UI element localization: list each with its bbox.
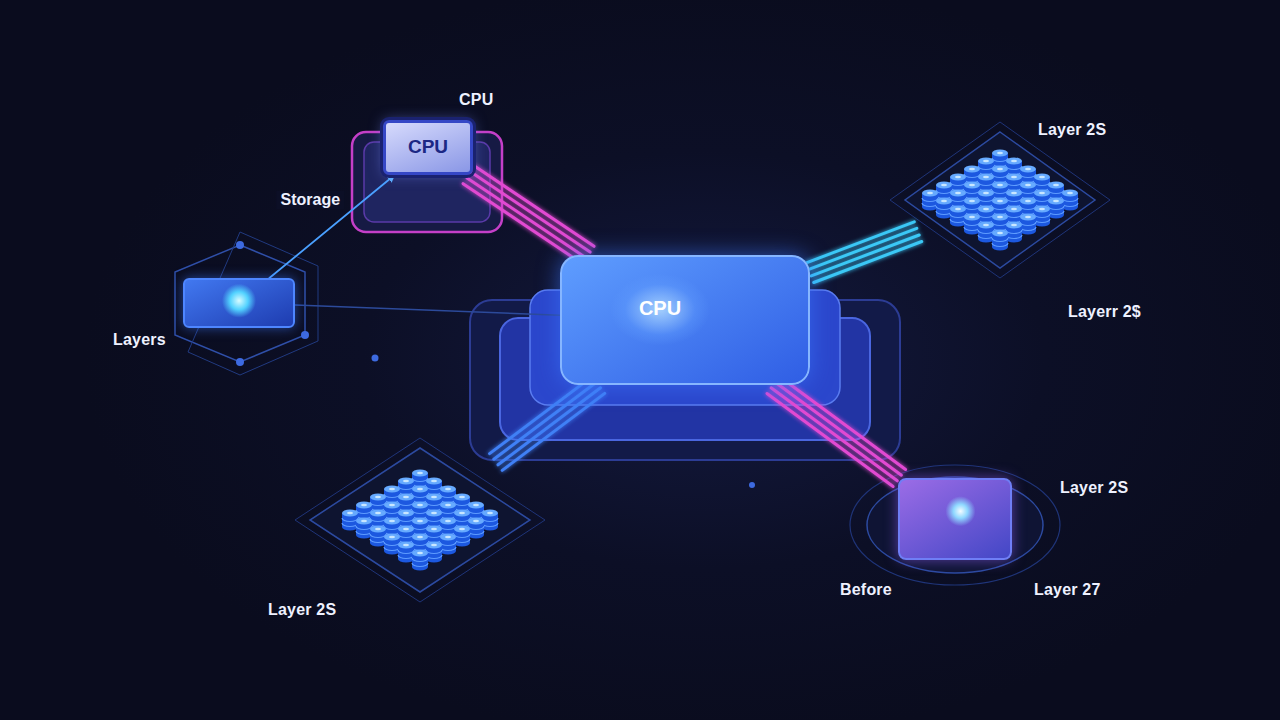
server-stack xyxy=(922,150,1078,251)
cylinder xyxy=(468,518,484,539)
cpu-chip: CPUCPU xyxy=(383,120,473,175)
connector-line xyxy=(498,388,601,465)
cylinder xyxy=(1034,206,1050,227)
grid-platform xyxy=(905,132,1095,268)
cylinder xyxy=(922,190,938,211)
connector-line xyxy=(295,305,560,315)
cylinder xyxy=(1020,214,1036,235)
cylinder xyxy=(978,222,994,243)
bus-lines xyxy=(806,222,921,283)
cylinder xyxy=(454,526,470,547)
cylinder xyxy=(356,518,372,539)
ring xyxy=(867,477,1043,573)
chip-label: Layer 27 xyxy=(1034,580,1101,599)
module-label: Layers xyxy=(113,330,166,349)
grid-platform-outer xyxy=(890,122,1110,278)
connector-line xyxy=(269,175,394,278)
chip-heading: CPU xyxy=(459,90,493,109)
chip-label: CPU xyxy=(408,136,448,159)
connector-line xyxy=(494,382,597,459)
hex-frame xyxy=(175,245,305,362)
cylinder xyxy=(370,526,386,547)
layer-module: Layers xyxy=(183,278,295,328)
dot xyxy=(236,241,244,249)
dot xyxy=(749,482,755,488)
storage-arrow xyxy=(269,175,394,278)
chip-label: Before xyxy=(840,580,892,599)
grid-platform xyxy=(310,448,530,592)
cylinder xyxy=(482,510,498,531)
server-stack xyxy=(342,470,498,571)
connector-line xyxy=(779,377,905,470)
central-cpu: CPU xyxy=(560,255,810,385)
cylinder xyxy=(398,542,414,563)
grid-label: Layer 2S xyxy=(1038,120,1106,139)
cylinder xyxy=(950,206,966,227)
dot xyxy=(236,358,244,366)
connector-line xyxy=(475,166,594,246)
connector-line xyxy=(490,377,592,454)
bus-lines xyxy=(463,166,594,263)
cylinder xyxy=(1006,222,1022,243)
ring xyxy=(850,465,1060,585)
connector-line xyxy=(463,184,582,264)
cylinder xyxy=(426,542,442,563)
cylinder xyxy=(384,534,400,555)
connector-line xyxy=(814,242,922,283)
bus-lines xyxy=(490,377,605,471)
server-grid: Layer 2SLayerr 2$ xyxy=(918,142,1088,257)
accelerator-chip: Layer 2SBeforeLayer 27 xyxy=(898,478,1012,560)
cpu-label: CPU xyxy=(639,296,681,320)
chip-plate xyxy=(352,132,502,232)
cylinder xyxy=(964,214,980,235)
connector-line xyxy=(767,394,893,487)
connector-line xyxy=(775,382,901,475)
grid-label: Layerr 2$ xyxy=(1068,302,1141,321)
connector-line xyxy=(467,178,586,258)
grid-platform-outer xyxy=(295,438,545,602)
dot xyxy=(372,355,379,362)
bus-lines xyxy=(767,377,906,487)
dot xyxy=(301,331,309,339)
chip-label: Layer 2S xyxy=(1060,478,1128,497)
grid-label: Layer 2S xyxy=(268,600,336,619)
connector-line xyxy=(771,388,897,481)
cylinder xyxy=(936,198,952,219)
thin-link xyxy=(295,305,560,315)
cylinder xyxy=(992,230,1008,251)
cylinder xyxy=(1062,190,1078,211)
edge-label: Storage xyxy=(277,191,345,209)
cylinder xyxy=(1048,198,1064,219)
cylinder xyxy=(412,550,428,571)
cylinder xyxy=(440,534,456,555)
cylinder xyxy=(342,510,358,531)
connector-line xyxy=(811,235,919,276)
server-grid: Layer 2S xyxy=(338,462,502,576)
connector-line xyxy=(471,172,590,252)
